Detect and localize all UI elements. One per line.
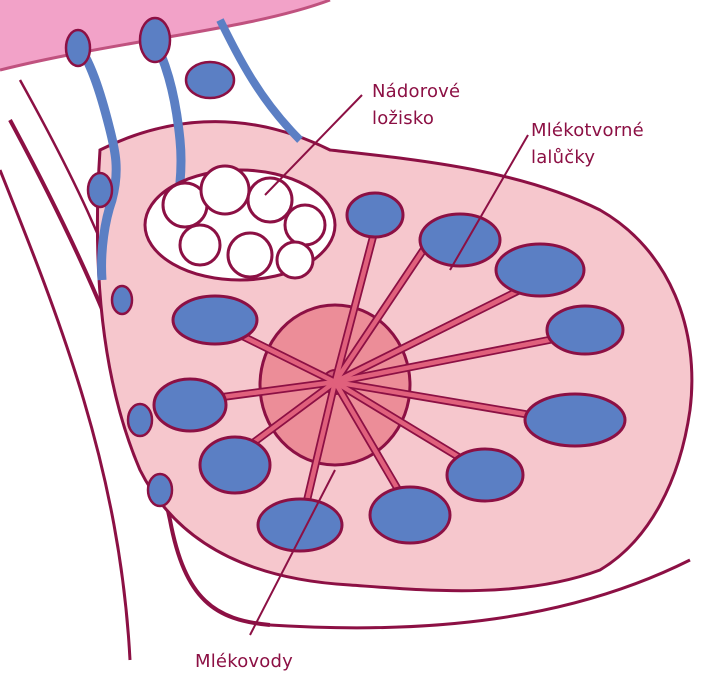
- label-lobules: Mlékotvorné lalůčky: [531, 117, 644, 171]
- label-tumor: Nádorové ložisko: [372, 78, 460, 132]
- label-ducts: Mlékovody: [195, 648, 293, 674]
